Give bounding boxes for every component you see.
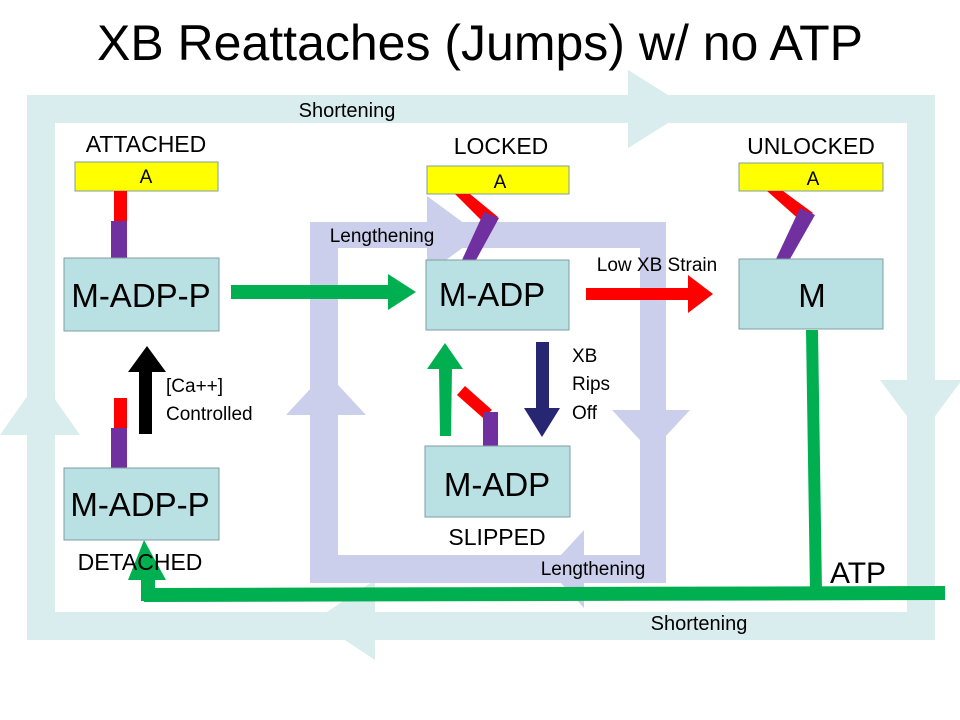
state-attached: ATTACHED A M-ADP-P — [63, 131, 220, 332]
unlocked-lever-purple — [776, 208, 815, 259]
attached-lever-purple — [111, 221, 127, 258]
attached-actin — [74, 161, 219, 192]
detached-lever-red — [114, 398, 127, 428]
arrow-head — [688, 275, 713, 313]
atp-label: ATP — [830, 557, 886, 590]
arrow-shaft — [536, 342, 549, 410]
arrow-shaft — [586, 288, 691, 300]
arrow-shaft — [139, 370, 152, 434]
unlocked-actin-label: A — [807, 169, 820, 190]
ca-label-line1: [Ca++] — [166, 376, 223, 397]
atp-horizontal-line — [144, 586, 945, 602]
slipped-box-label: M-ADP — [444, 466, 550, 503]
outer-loop-arrowhead-right — [880, 380, 960, 435]
inner-bottom-label: Lengthening — [541, 559, 646, 580]
atp-vertical-line — [806, 330, 822, 592]
arrow-shaft — [439, 368, 452, 436]
slipped-label: SLIPPED — [448, 524, 545, 550]
inner-loop-arrowhead-left — [286, 372, 366, 415]
attached-box-label: M-ADP-P — [71, 277, 210, 314]
detached-box — [63, 467, 220, 541]
arrow-slipped-to-locked — [427, 343, 463, 436]
arrow-detached-to-attached: [Ca++] Controlled — [128, 346, 253, 434]
arrow-locked-to-slipped: XB Rips Off — [524, 342, 610, 437]
locked-label: LOCKED — [454, 133, 549, 159]
atp-arrowhead-to-detached — [128, 540, 166, 580]
detached-label: DETACHED — [78, 549, 203, 575]
rips-label-line2: Rips — [572, 374, 610, 395]
slipped-box — [424, 445, 571, 518]
atp-arrow-stem — [141, 575, 155, 601]
atp-pathway: ATP — [128, 330, 945, 602]
locked-actin — [426, 165, 570, 195]
outer-top-label: Shortening — [299, 100, 396, 122]
detached-lever-purple — [111, 428, 127, 468]
arrow-attached-to-locked — [231, 274, 416, 310]
rips-label-line3: Off — [572, 403, 598, 424]
rips-label-line1: XB — [572, 346, 597, 367]
locked-box-label: M-ADP — [439, 276, 545, 313]
attached-label: ATTACHED — [86, 131, 207, 157]
arrow-head — [524, 408, 560, 437]
outer-bottom-label: Shortening — [651, 613, 748, 635]
locked-lever-purple — [462, 212, 499, 260]
state-slipped: M-ADP SLIPPED — [424, 386, 571, 550]
diagram-title: XB Reattaches (Jumps) w/ no ATP — [97, 15, 863, 71]
low-strain-label: Low XB Strain — [597, 255, 717, 276]
state-locked: LOCKED A M-ADP — [425, 133, 570, 331]
outer-loop-arrowhead-top-tip — [628, 70, 690, 148]
state-detached: M-ADP-P DETACHED — [63, 398, 220, 575]
inner-lengthening-loop: Lengthening Lengthening — [286, 196, 690, 608]
unlocked-label: UNLOCKED — [747, 133, 875, 159]
state-unlocked: UNLOCKED A M — [738, 133, 884, 330]
attached-box — [63, 257, 220, 332]
inner-top-label: Lengthening — [330, 226, 435, 247]
unlocked-box — [738, 258, 884, 330]
inner-loop-arrowhead-top — [427, 196, 480, 274]
arrow-head — [427, 343, 463, 369]
attached-actin-label: A — [140, 167, 153, 188]
locked-actin-label: A — [494, 172, 507, 193]
unlocked-actin — [738, 162, 884, 192]
detached-box-label: M-ADP-P — [70, 486, 209, 523]
slipped-lever-red — [457, 386, 492, 418]
arrow-head — [388, 274, 416, 310]
outer-loop-arrowhead-left — [0, 378, 80, 435]
arrow-shaft — [231, 285, 391, 299]
locked-box — [425, 259, 570, 331]
arrow-head — [128, 346, 166, 372]
ca-label-line2: Controlled — [166, 404, 253, 425]
slipped-lever-purple — [483, 412, 498, 446]
inner-loop-arrowhead-right — [612, 410, 690, 452]
arrow-locked-to-unlocked: Low XB Strain — [586, 255, 717, 313]
attached-lever-red — [114, 191, 127, 221]
unlocked-box-label: M — [798, 277, 826, 314]
